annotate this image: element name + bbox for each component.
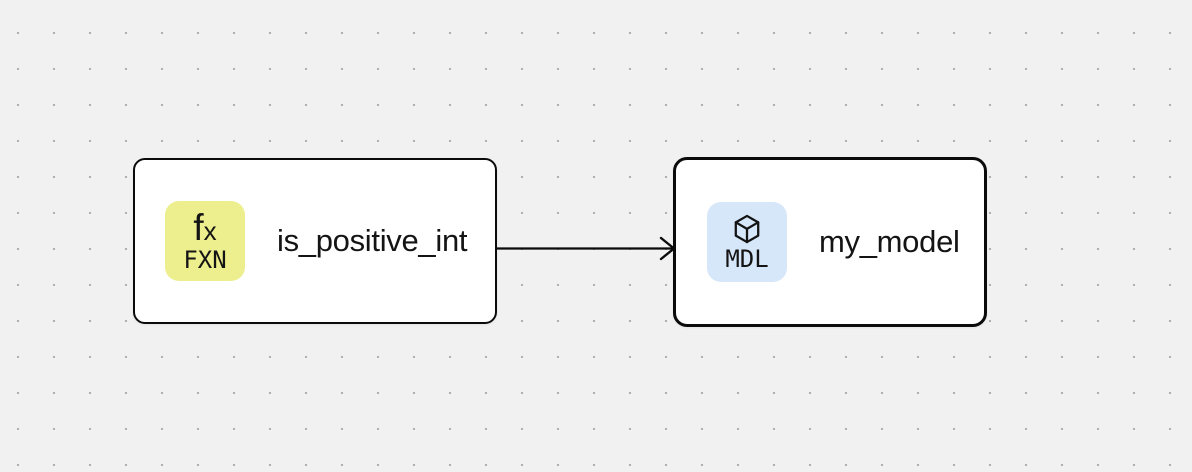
node-label: my_model bbox=[819, 224, 960, 259]
function-type-badge: fx FXN bbox=[165, 201, 245, 281]
fx-icon: fx bbox=[193, 209, 216, 246]
badge-type-label: FXN bbox=[183, 245, 227, 274]
model-type-badge: MDL bbox=[707, 202, 787, 282]
node-my-model[interactable]: MDL my_model bbox=[673, 157, 987, 327]
fx-icon-x: x bbox=[203, 215, 217, 246]
edge-arrow[interactable] bbox=[497, 236, 676, 261]
node-is-positive-int[interactable]: fx FXN is_positive_int bbox=[133, 158, 497, 324]
fx-icon-f: f bbox=[193, 206, 204, 248]
cube-icon bbox=[734, 215, 760, 244]
node-label: is_positive_int bbox=[277, 223, 468, 258]
badge-type-label: MDL bbox=[725, 245, 769, 274]
